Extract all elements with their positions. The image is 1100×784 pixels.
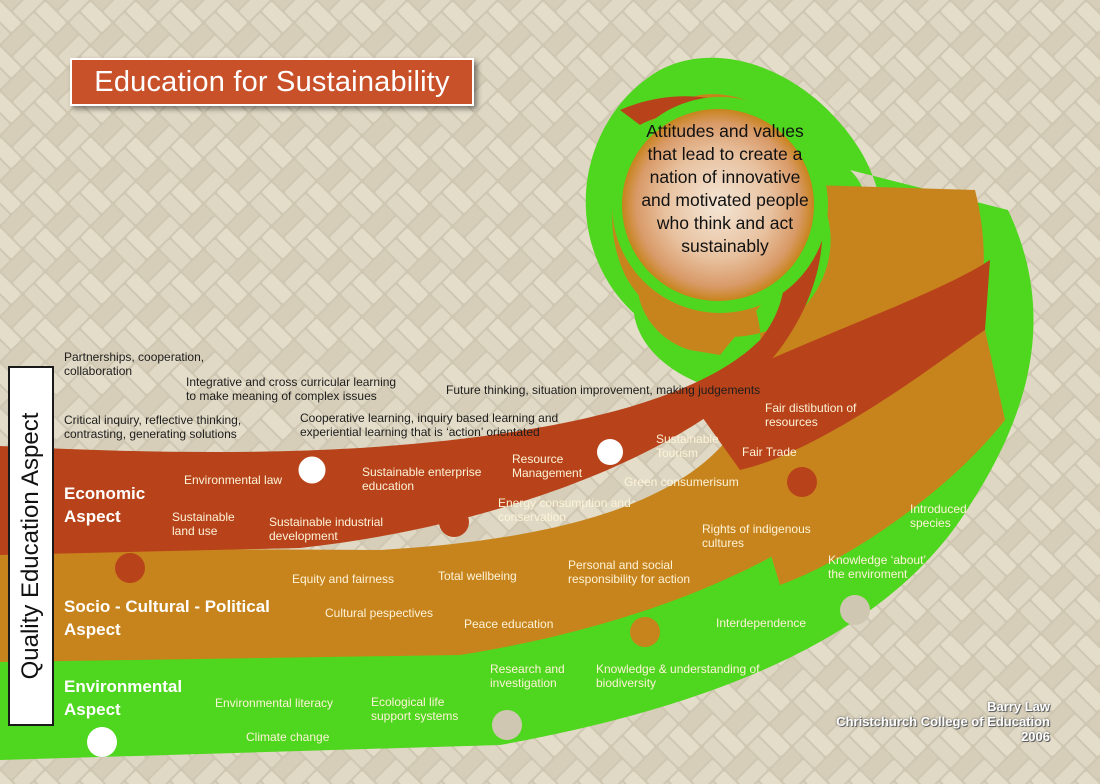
- economic-item: Sustainable land use: [172, 510, 235, 539]
- quality-item: Integrative and cross curricular learnin…: [186, 375, 397, 404]
- credit-institution: Christchurch College of Education: [836, 713, 1050, 729]
- environmental-item: Knowledge & understanding of biodiversit…: [596, 662, 760, 691]
- puzzle-tab: [787, 467, 817, 497]
- environmental-item: Research and investigation: [490, 662, 565, 691]
- quality-item: Cooperative learning, inquiry based lear…: [300, 411, 559, 440]
- quality-education-label: Quality Education Aspect: [17, 412, 44, 680]
- economic-item: Sustainable Tourism: [656, 432, 719, 461]
- socio-item: Rights of indigenous cultures: [702, 522, 811, 551]
- credit-author: Barry Law: [987, 699, 1050, 714]
- economic-item: Sustainable enterprise education: [362, 465, 482, 494]
- diagram-title: Education for Sustainability: [94, 65, 450, 98]
- economic-band: [0, 96, 823, 555]
- socio-item: Cultural pespectives: [325, 606, 434, 620]
- center-glow: [622, 109, 814, 301]
- puzzle-tab: [840, 595, 870, 625]
- environmental-item: Ecological life support systems: [371, 695, 459, 724]
- socio-item: Total wellbeing: [438, 569, 517, 583]
- puzzle-tabs: [87, 439, 870, 757]
- environmental-item: Climate change: [246, 730, 330, 744]
- socio-item: Equity and fairness: [292, 572, 395, 586]
- puzzle-tab: [597, 439, 623, 465]
- economic-item: Fair Trade: [742, 445, 797, 459]
- quality-item: Critical inquiry, reflective thinking, c…: [64, 413, 242, 442]
- socio-item: Peace education: [464, 617, 554, 631]
- quality-item: Partnerships, cooperation, collaboration: [64, 350, 205, 379]
- puzzle-tab: [115, 553, 145, 583]
- economic-item: Fair distibution of resources: [765, 401, 857, 430]
- quality-item: Future thinking, situation improvement, …: [446, 383, 761, 397]
- environmental-item: Introduced species: [910, 502, 967, 531]
- socio-item: Personal and social responsibility for a…: [568, 558, 691, 587]
- environmental-item: Environmental literacy: [215, 696, 334, 710]
- puzzle-tab: [492, 710, 522, 740]
- economic-item: Environmental law: [184, 473, 283, 487]
- puzzle-tab: [297, 625, 327, 655]
- credit-year: 2006: [1021, 728, 1050, 744]
- credit-block: Barry Law Christchurch College of Educat…: [800, 699, 1050, 745]
- center-statement: Attitudes and values that lead to create…: [641, 121, 809, 257]
- economic-aspect-heading: Economic Aspect: [64, 484, 146, 526]
- puzzle-tab: [439, 507, 469, 537]
- economic-item: Resource Management: [512, 452, 583, 481]
- economic-item: Energy consumption and conservation: [498, 496, 631, 525]
- environmental-aspect-heading: Environmental Aspect: [64, 677, 183, 719]
- title-banner: Education for Sustainability: [70, 58, 474, 106]
- quality-education-label-box: Quality Education Aspect: [8, 366, 54, 726]
- socio-item: Interdependence: [716, 616, 807, 630]
- puzzle-tab: [87, 727, 117, 757]
- socio-tail: [745, 330, 1005, 585]
- economic-item: Green consumerisum: [624, 475, 739, 489]
- puzzle-tab: [298, 456, 326, 484]
- economic-item: Sustainable industrial development: [269, 515, 384, 544]
- economic-tail: [690, 260, 990, 470]
- puzzle-tab: [630, 617, 660, 647]
- environmental-item: Knowledge ‘about’ the enviroment: [828, 553, 926, 582]
- socio-cultural-aspect-heading: Socio - Cultural - Political Aspect: [64, 597, 270, 639]
